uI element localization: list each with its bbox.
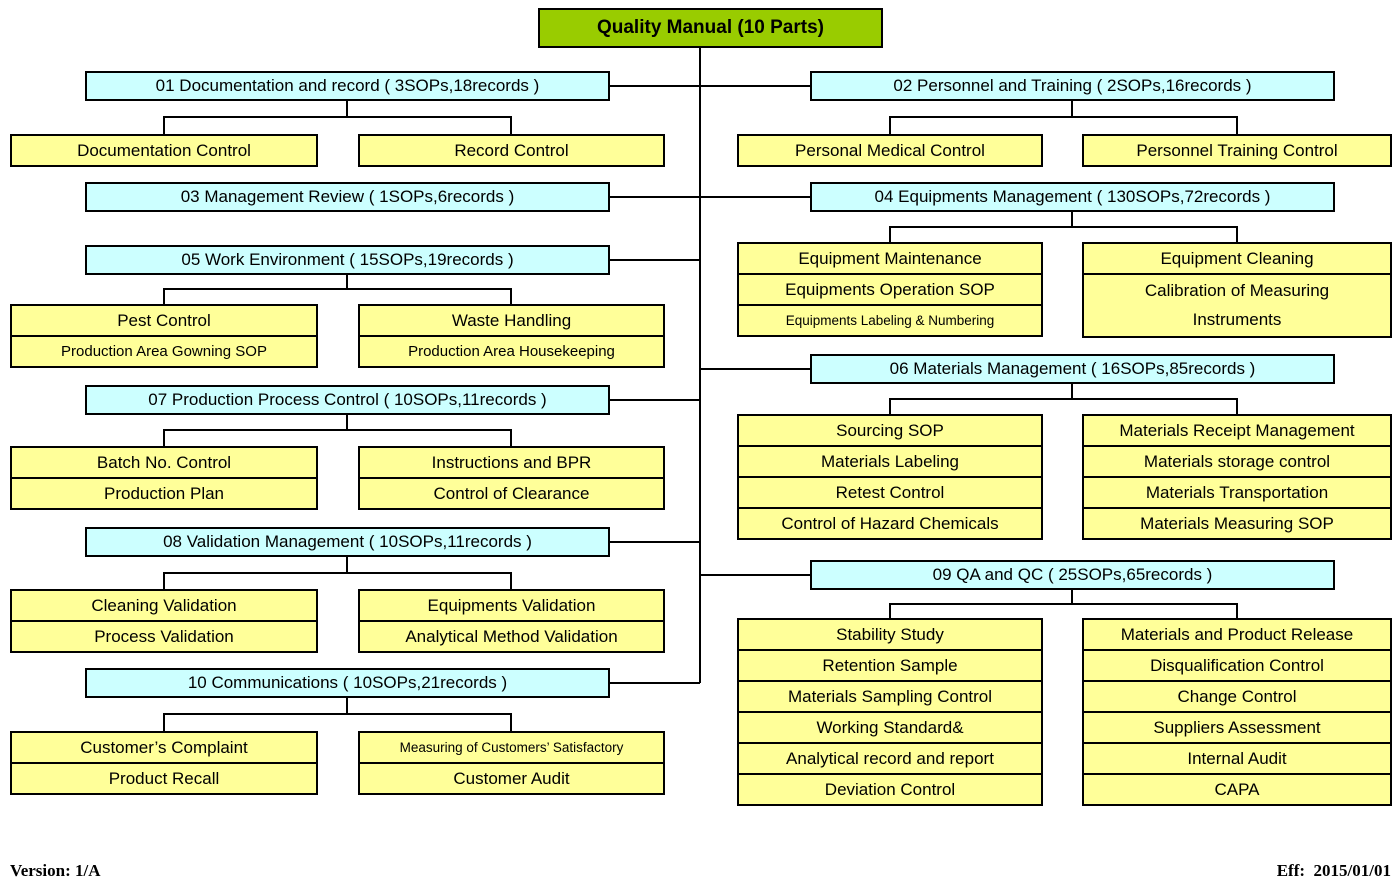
section-05-items-left: Pest Control Production Area Gowning SOP	[10, 304, 318, 368]
section-07-items-left: Batch No. Control Production Plan	[10, 446, 318, 510]
section-01-header: 01 Documentation and record ( 3SOPs,18re…	[85, 71, 610, 101]
tree-item: Production Plan	[12, 477, 316, 508]
section-09-items-left: Stability Study Retention Sample Materia…	[737, 618, 1043, 806]
tree-item: Materials Receipt Management	[1119, 421, 1355, 440]
tree-item: CAPA	[1084, 773, 1390, 804]
tree-item: Sourcing SOP	[836, 421, 944, 440]
tree-item: Equipment Maintenance	[798, 249, 982, 268]
tree-item: Equipments Operation SOP	[739, 273, 1041, 304]
section-08-header: 08 Validation Management ( 10SOPs,11reco…	[85, 527, 610, 557]
tree-item: Personal Medical Control	[795, 141, 985, 160]
tree-item: Internal Audit	[1084, 742, 1390, 773]
tree-item: Retest Control	[739, 476, 1041, 507]
section-05-header: 05 Work Environment ( 15SOPs,19records )	[85, 245, 610, 275]
tree-item: Equipments Labeling & Numbering	[739, 304, 1041, 335]
tree-item: Materials Measuring SOP	[1084, 507, 1390, 538]
tree-item: Customer’s Complaint	[80, 738, 248, 757]
tree-item: Record Control	[454, 141, 569, 160]
section-06-items-right: Materials Receipt Management Materials s…	[1082, 414, 1392, 540]
section-08-items-right: Equipments Validation Analytical Method …	[358, 589, 665, 653]
root-title-box: Quality Manual (10 Parts)	[538, 8, 883, 48]
section-08-items-left: Cleaning Validation Process Validation	[10, 589, 318, 653]
section-10-items-right: Measuring of Customers’ Satisfactory Cus…	[358, 731, 665, 795]
section-07-items-right: Instructions and BPR Control of Clearanc…	[358, 446, 665, 510]
tree-item: Measuring of Customers’ Satisfactory	[399, 740, 624, 755]
section-06-header: 06 Materials Management ( 16SOPs,85recor…	[810, 354, 1335, 384]
section-05-items-right: Waste Handling Production Area Housekeep…	[358, 304, 665, 368]
tree-item: Deviation Control	[739, 773, 1041, 804]
tree-item: Calibration of Measuring Instruments	[1084, 273, 1390, 336]
tree-item: Batch No. Control	[96, 453, 232, 472]
tree-item: Stability Study	[836, 625, 944, 644]
tree-item: Production Area Gowning SOP	[12, 335, 316, 366]
tree-item: Suppliers Assessment	[1084, 711, 1390, 742]
tree-item: Equipments Validation	[427, 596, 596, 615]
tree-item: Equipment Cleaning	[1160, 249, 1314, 268]
tree-item: Retention Sample	[739, 649, 1041, 680]
tree-item: Working Standard&	[739, 711, 1041, 742]
section-04-items-right: Equipment Cleaning Calibration of Measur…	[1082, 242, 1392, 338]
section-09-header: 09 QA and QC ( 25SOPs,65records )	[810, 560, 1335, 590]
tree-item: Waste Handling	[451, 311, 572, 330]
section-02-items-right: Personnel Training Control	[1082, 134, 1392, 167]
tree-item: Materials storage control	[1084, 445, 1390, 476]
tree-item: Personnel Training Control	[1136, 141, 1338, 160]
tree-item: Instructions and BPR	[431, 453, 592, 472]
tree-item: Product Recall	[12, 762, 316, 793]
section-06-items-left: Sourcing SOP Materials Labeling Retest C…	[737, 414, 1043, 540]
tree-item: Process Validation	[12, 620, 316, 651]
tree-item: Change Control	[1084, 680, 1390, 711]
tree-item: Production Area Housekeeping	[360, 335, 663, 366]
tree-item: Materials Transportation	[1084, 476, 1390, 507]
tree-item: Materials Sampling Control	[739, 680, 1041, 711]
tree-item: Pest Control	[117, 311, 211, 330]
tree-item: Control of Clearance	[360, 477, 663, 508]
section-02-header: 02 Personnel and Training ( 2SOPs,16reco…	[810, 71, 1335, 101]
section-07-header: 07 Production Process Control ( 10SOPs,1…	[85, 385, 610, 415]
section-03-header: 03 Management Review ( 1SOPs,6records )	[85, 182, 610, 212]
tree-item: Documentation Control	[77, 141, 251, 160]
section-04-header: 04 Equipments Management ( 130SOPs,72rec…	[810, 182, 1335, 212]
section-10-header: 10 Communications ( 10SOPs,21records )	[85, 668, 610, 698]
section-02-items-left: Personal Medical Control	[737, 134, 1043, 167]
tree-item: Cleaning Validation	[91, 596, 237, 615]
section-04-items-left: Equipment Maintenance Equipments Operati…	[737, 242, 1043, 337]
section-01-items-right: Record Control	[358, 134, 665, 167]
tree-item: Analytical Method Validation	[360, 620, 663, 651]
effective-date-label: Eff: 2015/01/01	[1276, 861, 1391, 880]
tree-item: Control of Hazard Chemicals	[739, 507, 1041, 538]
tree-item: Materials and Product Release	[1120, 625, 1354, 644]
section-10-items-left: Customer’s Complaint Product Recall	[10, 731, 318, 795]
tree-item: Disqualification Control	[1084, 649, 1390, 680]
section-09-items-right: Materials and Product Release Disqualifi…	[1082, 618, 1392, 806]
section-01-items-left: Documentation Control	[10, 134, 318, 167]
tree-item: Customer Audit	[360, 762, 663, 793]
version-label: Version: 1/A	[10, 861, 101, 880]
tree-item: Materials Labeling	[739, 445, 1041, 476]
tree-item: Analytical record and report	[739, 742, 1041, 773]
